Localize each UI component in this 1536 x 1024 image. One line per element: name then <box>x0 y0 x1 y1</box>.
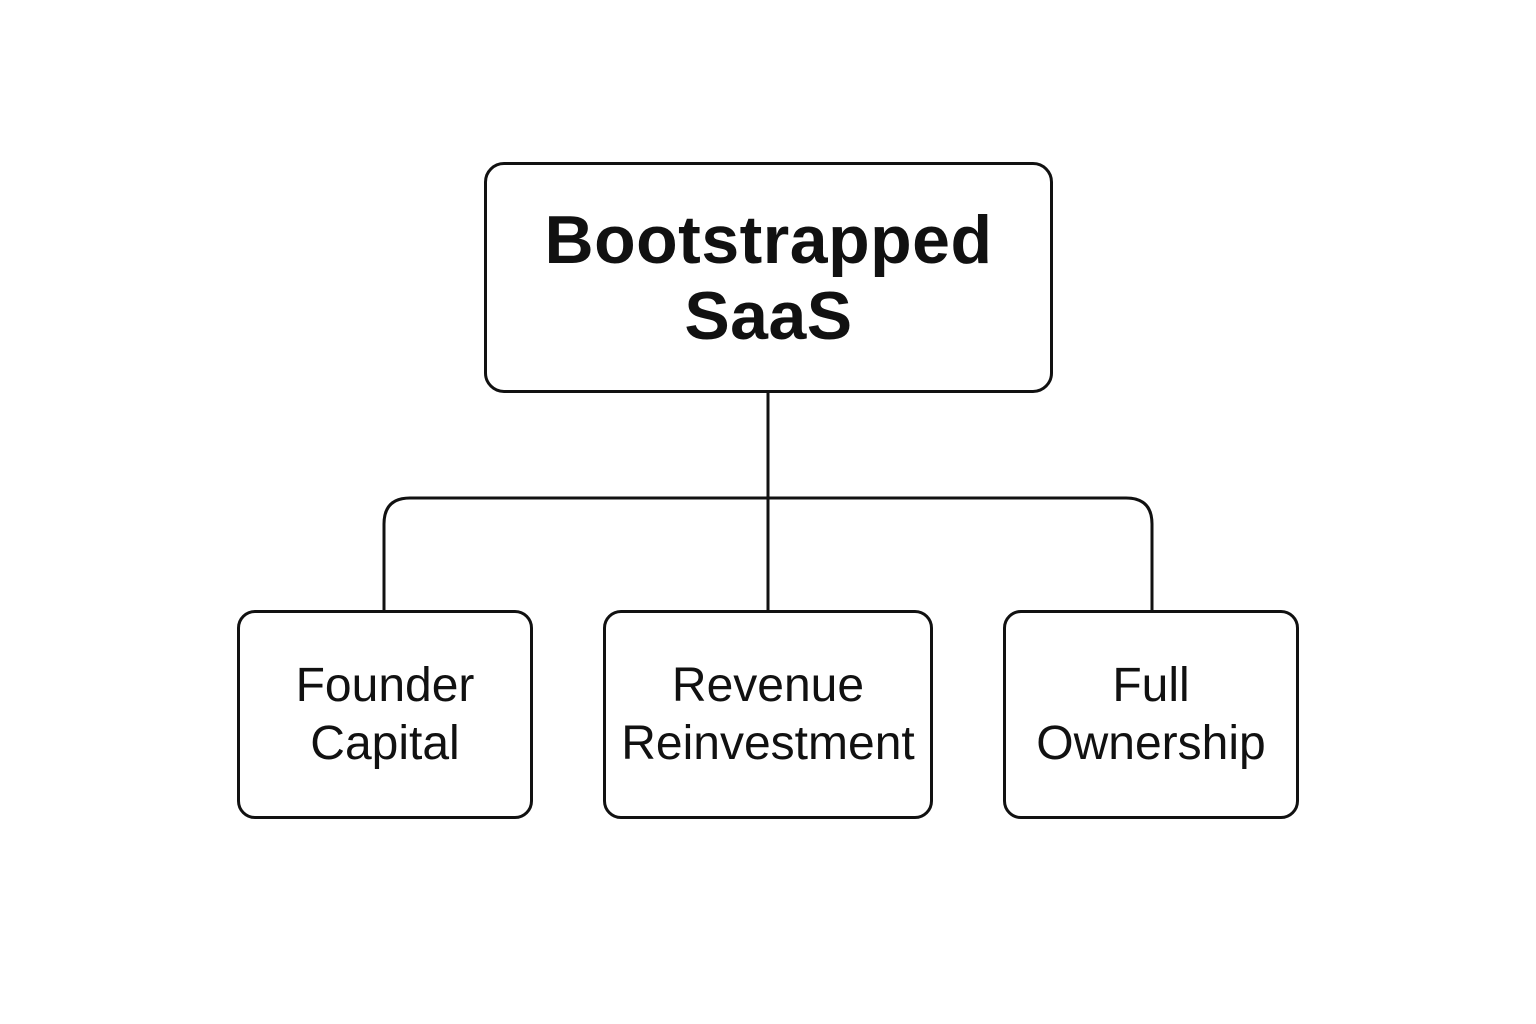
child-node-label-line-2: Capital <box>310 716 460 770</box>
root-node-label-line-1: Bootstrapped <box>544 201 993 278</box>
root-node-bootstrapped-saas: Bootstrapped SaaS <box>484 162 1053 393</box>
child-node-full-ownership: Full Ownership <box>1003 610 1299 819</box>
child-node-label-line-1: Full <box>1112 658 1190 712</box>
child-node-label-line-1: Founder <box>295 658 475 712</box>
child-node-founder-capital: Founder Capital <box>237 610 533 819</box>
root-node-label-line-2: SaaS <box>684 277 853 354</box>
child-node-label-line-2: Ownership <box>1036 716 1266 770</box>
child-node-revenue-reinvestment: Revenue Reinvestment <box>603 610 933 819</box>
child-node-label-line-2: Reinvestment <box>621 716 915 770</box>
branch-bar-connector <box>382 496 1154 612</box>
child-node-label-line-1: Revenue <box>671 658 865 712</box>
